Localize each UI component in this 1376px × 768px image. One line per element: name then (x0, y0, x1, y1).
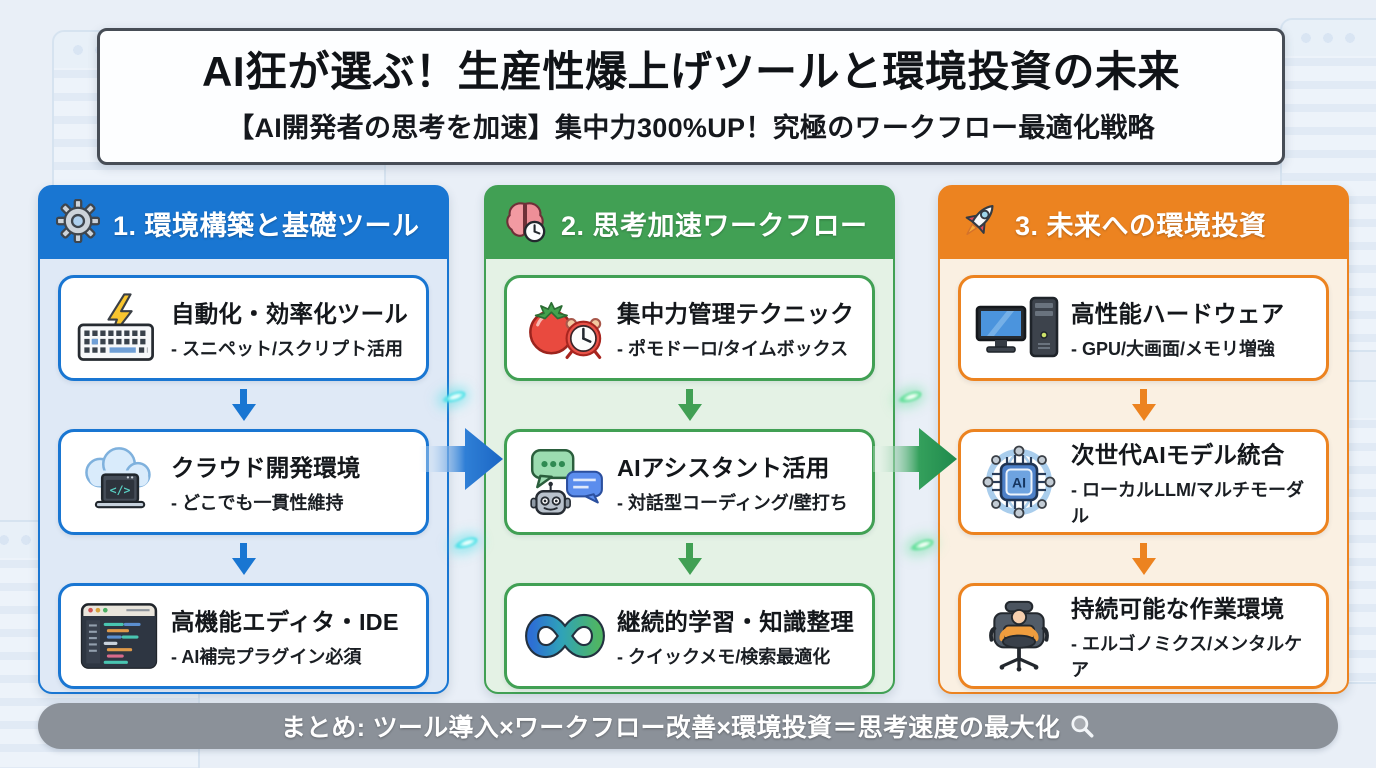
magnifier-icon (1069, 713, 1095, 739)
column-2-header: 2. 思考加速ワークフロー (486, 187, 893, 259)
card-title: 集中力管理テクニック (617, 301, 854, 327)
down-arrow-icon (58, 535, 429, 583)
flow-arrow-right-icon (419, 420, 505, 498)
column-env-and-base-tools: 1. 環境構築と基礎ツール 自動化・ (38, 185, 449, 694)
desktop-computer-icon (971, 294, 1067, 362)
card-ai-assistant: AIアシスタント活用 - 対話型コーディング/壁打ち (504, 429, 875, 535)
card-desc: - どこでも一貫性維持 (171, 493, 344, 513)
card-desc: - エルゴノミクス/メンタルケア (1071, 634, 1303, 680)
card-title: AIアシスタント活用 (617, 455, 830, 481)
infinity-loop-icon (517, 608, 613, 664)
sparkle-glow (894, 388, 924, 407)
brain-clock-icon (502, 198, 548, 249)
card-desc: - AI補完プラグイン必須 (171, 647, 362, 667)
card-title: 高性能ハードウェア (1071, 301, 1285, 327)
card-title: 自動化・効率化ツール (171, 301, 408, 327)
ergonomic-chair-icon (971, 600, 1067, 672)
card-title: 次世代AIモデル統合 (1071, 442, 1285, 468)
title-banner: AI狂が選ぶ！生産性爆上げツールと環境投資の未来 【AI開発者の思考を加速】集中… (97, 28, 1285, 165)
column-3-body: 高性能ハードウェア - GPU/大画面/メモリ増強 (940, 259, 1347, 705)
down-arrow-icon (958, 535, 1329, 583)
gear-icon (55, 198, 101, 248)
rocket-icon (956, 198, 1002, 249)
svg-text:AI: AI (1012, 475, 1026, 491)
down-arrow-icon (504, 381, 875, 429)
cloud-dev-icon: </> (71, 447, 167, 517)
column-future-investment: 3. 未来への環境投資 (938, 185, 1349, 694)
card-desc: - GPU/大画面/メモリ増強 (1071, 339, 1276, 359)
sparkle-glow (450, 534, 480, 553)
card-desc: - 対話型コーディング/壁打ち (617, 493, 848, 513)
column-2-title: 2. 思考加速ワークフロー (561, 210, 868, 241)
card-title: 持続可能な作業環境 (1071, 596, 1285, 622)
column-1-header: 1. 環境構築と基礎ツール (40, 187, 447, 259)
card-next-gen-ai-models: AI 次世代AIモデル統合 - ローカルLLM/マルチモーダル (958, 429, 1329, 535)
page-subtitle: 【AI開発者の思考を加速】集中力300%UP！究極のワークフロー最適化戦略 (227, 112, 1155, 143)
down-arrow-icon (58, 381, 429, 429)
page-title: AI狂が選ぶ！生産性爆上げツールと環境投資の未来 (201, 48, 1180, 96)
card-desc: - ローカルLLM/マルチモーダル (1071, 480, 1304, 526)
chat-robot-icon (517, 446, 613, 518)
card-title: クラウド開発環境 (171, 455, 361, 481)
summary-text: まとめ: ツール導入×ワークフロー改善×環境投資＝思考速度の最大化 (280, 714, 1061, 742)
tomato-timer-icon (517, 293, 613, 363)
down-arrow-icon (504, 535, 875, 583)
card-high-performance-hardware: 高性能ハードウェア - GPU/大画面/メモリ増強 (958, 275, 1329, 381)
card-cloud-dev: </> クラウド開発環境 - どこでも一貫性維持 (58, 429, 429, 535)
column-3-title: 3. 未来への環境投資 (1015, 210, 1267, 241)
down-arrow-icon (958, 381, 1329, 429)
column-thought-acceleration: 2. 思考加速ワークフロー (484, 185, 895, 694)
card-editor-ide: 高機能エディタ・IDE - AI補完プラグイン必須 (58, 583, 429, 689)
column-2-body: 集中力管理テクニック - ポモドーロ/タイムボックス (486, 259, 893, 705)
ai-chip-network-icon: AI (971, 445, 1067, 519)
column-1-title: 1. 環境構築と基礎ツール (113, 210, 420, 241)
keyboard-lightning-icon (71, 293, 167, 363)
card-automation-tools: 自動化・効率化ツール - スニペット/スクリプト活用 (58, 275, 429, 381)
code-editor-icon (71, 602, 167, 670)
card-sustainable-workspace: 持続可能な作業環境 - エルゴノミクス/メンタルケア (958, 583, 1329, 689)
card-desc: - クイックメモ/検索最適化 (617, 647, 831, 667)
card-continuous-learning: 継続的学習・知識整理 - クイックメモ/検索最適化 (504, 583, 875, 689)
sparkle-glow (906, 536, 936, 555)
card-desc: - ポモドーロ/タイムボックス (617, 339, 849, 359)
card-title: 高機能エディタ・IDE (171, 609, 399, 635)
card-focus-management: 集中力管理テクニック - ポモドーロ/タイムボックス (504, 275, 875, 381)
card-desc: - スニペット/スクリプト活用 (171, 339, 403, 359)
flow-arrow-right-icon (873, 420, 959, 498)
svg-text:</>: </> (110, 483, 131, 497)
summary-bar: まとめ: ツール導入×ワークフロー改善×環境投資＝思考速度の最大化 (38, 703, 1338, 749)
card-title: 継続的学習・知識整理 (617, 609, 854, 635)
column-3-header: 3. 未来への環境投資 (940, 187, 1347, 259)
column-1-body: 自動化・効率化ツール - スニペット/スクリプト活用 </> (40, 259, 447, 705)
